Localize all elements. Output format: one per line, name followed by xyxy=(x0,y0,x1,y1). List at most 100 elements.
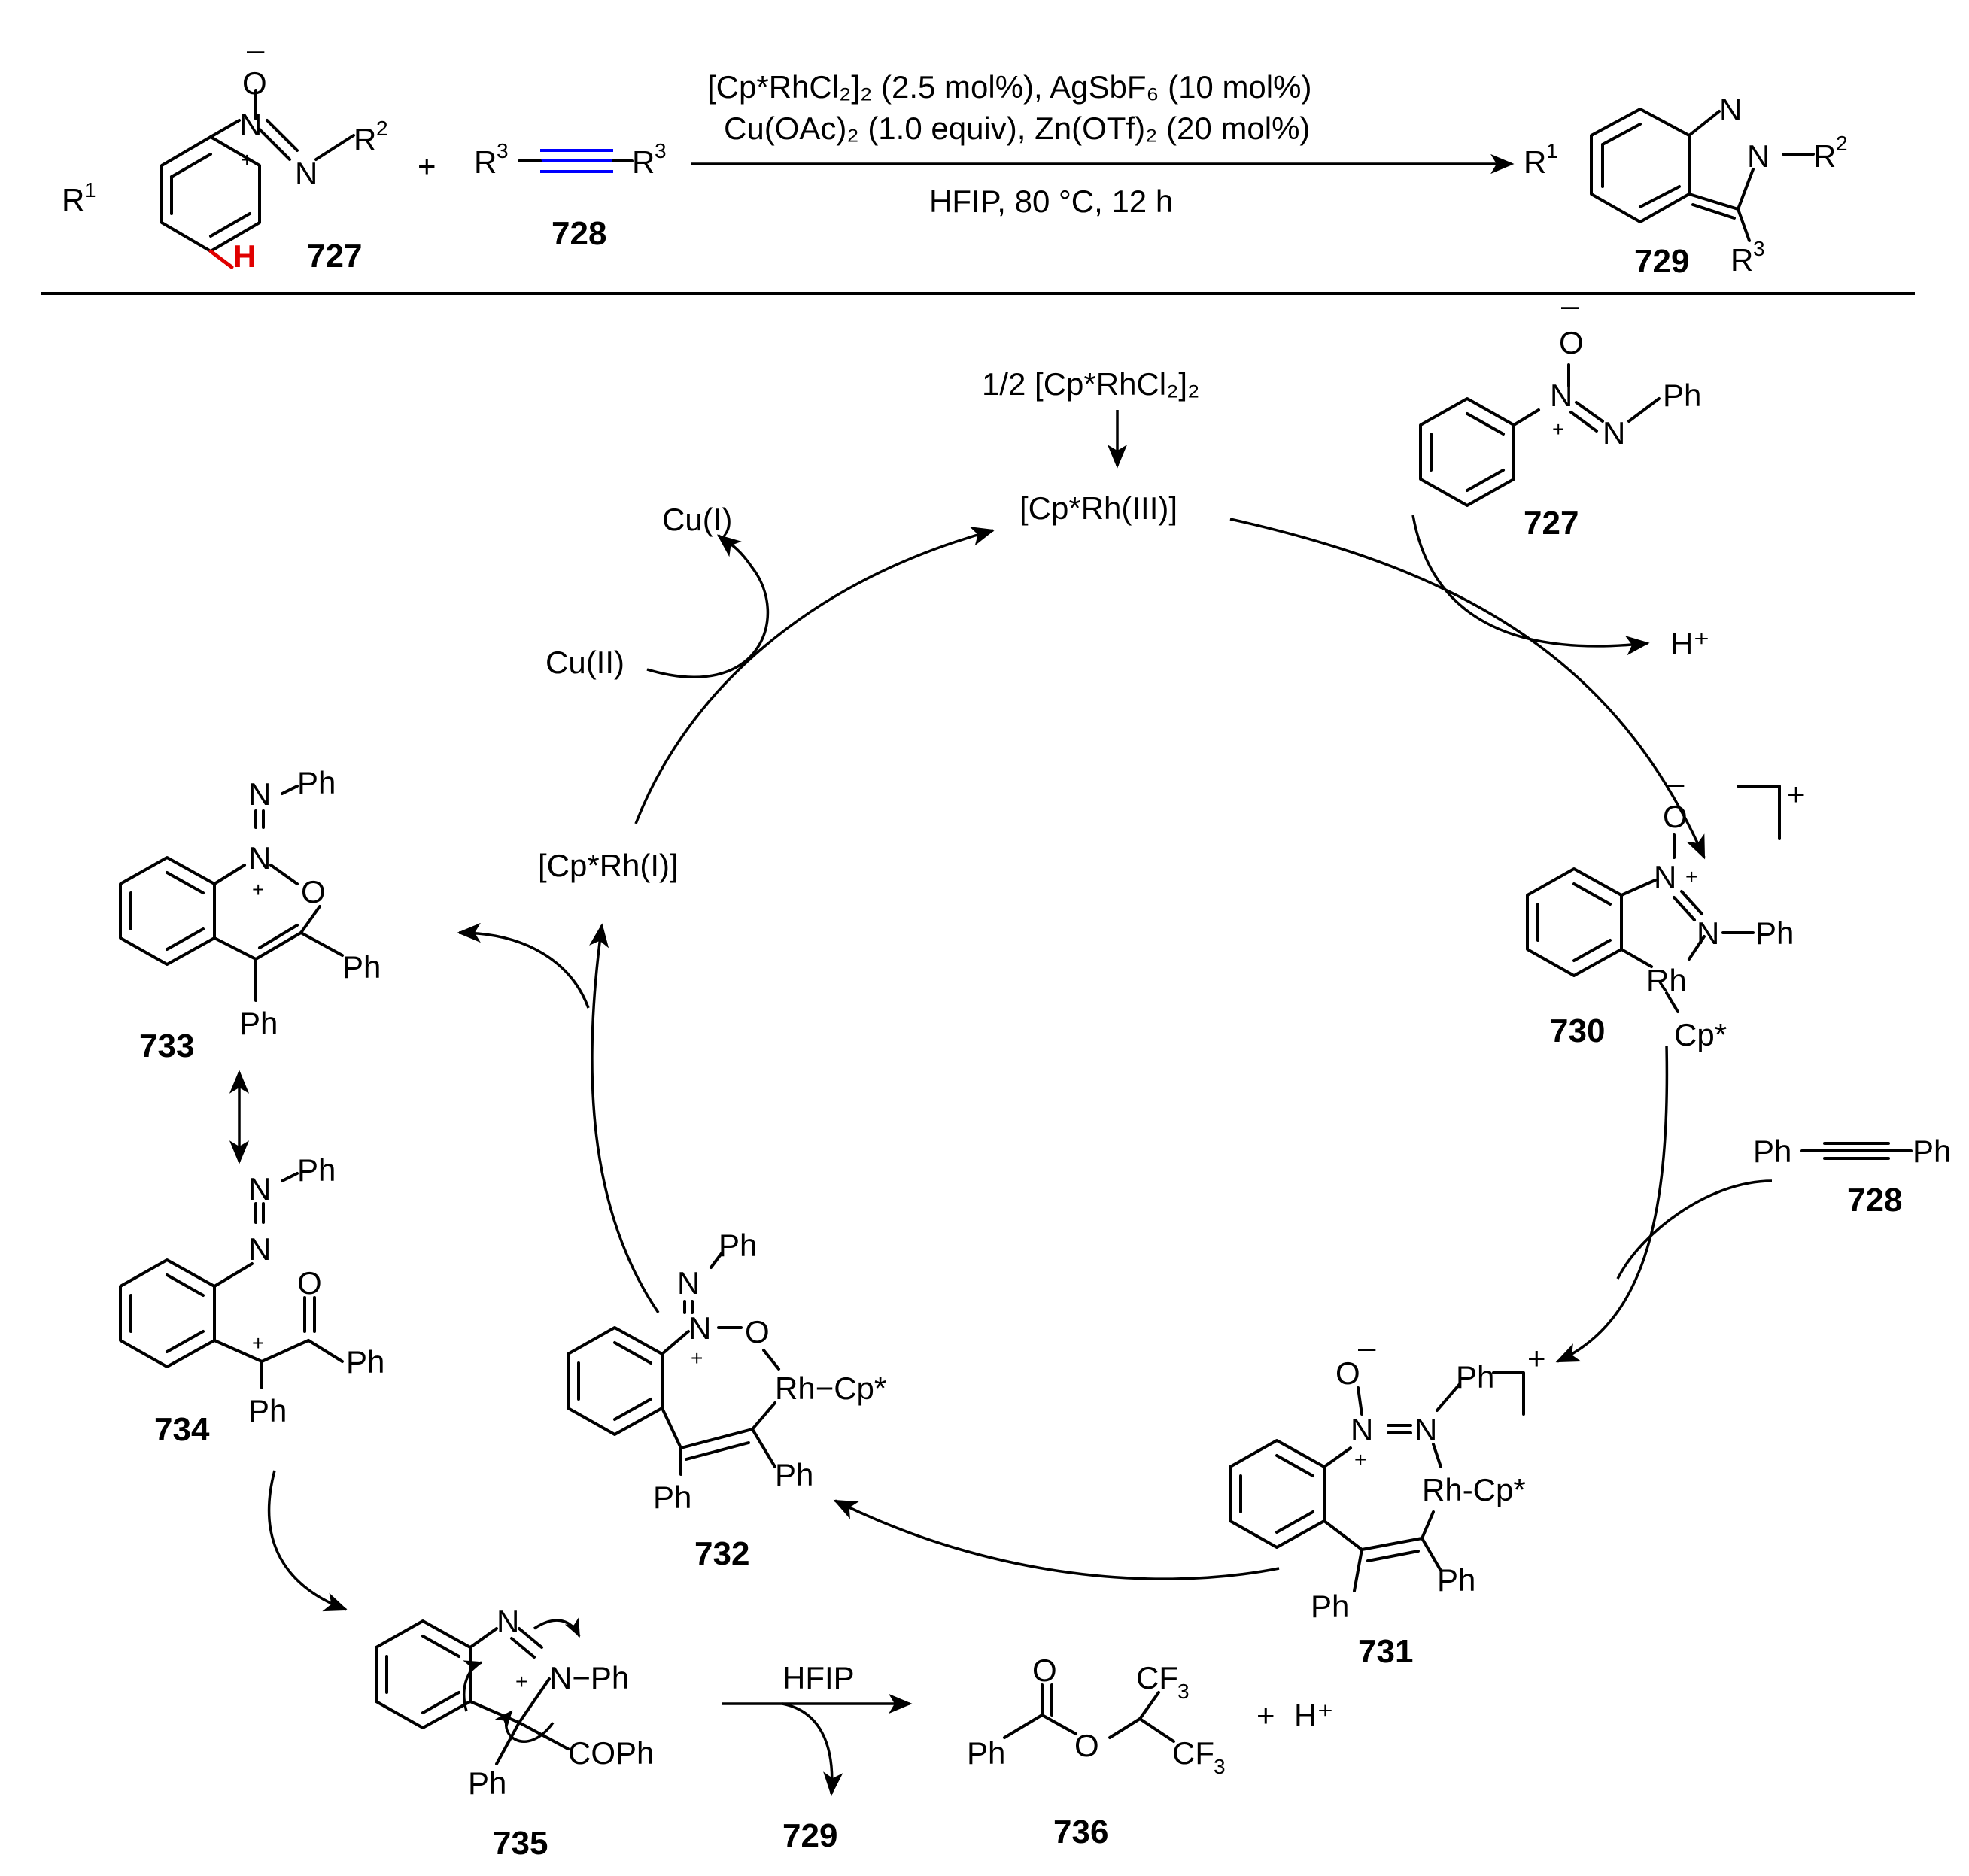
reactant-728-r3-left-sup: 3 xyxy=(497,139,509,162)
int730-charge: + xyxy=(1787,776,1806,812)
int731-number: 731 xyxy=(1358,1633,1413,1670)
alkyne-ph-left: Ph xyxy=(1753,1134,1791,1169)
int735-number: 735 xyxy=(493,1825,548,1862)
int734-plus: + xyxy=(252,1331,264,1355)
int735-phenyl: Ph xyxy=(468,1765,506,1801)
arrow-734-to-735 xyxy=(267,1470,348,1612)
product-729-r3: R xyxy=(1730,242,1753,278)
arc-rh1-to-rh3 xyxy=(634,527,995,824)
arc-730-to-731 xyxy=(1555,1045,1669,1363)
cycle-727-minus: – xyxy=(1561,287,1579,323)
byproduct-cf3-top: CF xyxy=(1136,1660,1178,1695)
cu1-label: Cu(I) xyxy=(662,502,732,537)
byproduct-736: O O Ph CF 3 CF 3 + H⁺ 736 xyxy=(967,1653,1334,1850)
int733-number: 733 xyxy=(139,1028,194,1064)
catalytic-cycle: 1/2 [Cp*RhCl₂]₂ [Cp*Rh(III)] H⁺ Cu(I) Cu… xyxy=(457,366,1773,1580)
reactant-728: R 3 R 3 728 xyxy=(474,139,667,252)
reactant-727-oxygen: O xyxy=(242,65,267,101)
byproduct-phenyl: Ph xyxy=(967,1735,1005,1771)
int731-n2: N xyxy=(1414,1412,1437,1447)
electron-push-arrow-3 xyxy=(463,1660,483,1712)
rh1-catalyst-label: [Cp*Rh(I)] xyxy=(538,848,679,883)
precatalyst-label: 1/2 [Cp*RhCl₂]₂ xyxy=(982,366,1199,402)
int734-number: 734 xyxy=(154,1411,210,1448)
int730-phenyl: Ph xyxy=(1755,915,1794,951)
int730-plus: + xyxy=(1685,865,1697,888)
reactant-727-r2: R xyxy=(354,122,376,157)
intermediate-735: N + N−Ph Ph COPh 735 xyxy=(375,1604,654,1862)
arc-731-to-732 xyxy=(833,1499,1280,1580)
arc-rh3-to-730 xyxy=(1229,518,1706,860)
product-729-r3-sup: 3 xyxy=(1753,237,1765,260)
product-729-r1-sup: 1 xyxy=(1546,139,1558,162)
conditions-line-1: [Cp*RhCl₂]₂ (2.5 mol%), AgSbF₆ (10 mol%) xyxy=(707,69,1311,105)
reactant-727-hydrogen: H xyxy=(233,238,256,274)
int732-number: 732 xyxy=(694,1535,749,1572)
alkyne-entry-arrow xyxy=(1616,1179,1773,1280)
cycle-727-n2: N xyxy=(1603,415,1625,451)
product-729-r1: R xyxy=(1524,144,1546,180)
int731-n-phenyl: Ph xyxy=(1456,1359,1494,1395)
reactant-727-r2-sup: 2 xyxy=(376,117,388,140)
int734-n2: N xyxy=(248,1231,271,1267)
int730-rhodium: Rh xyxy=(1646,963,1687,998)
reactant-728-r3-right: R xyxy=(632,144,655,180)
cycle-727-oxygen: O xyxy=(1559,325,1584,360)
byproduct-cf3-bottom: CF xyxy=(1172,1735,1214,1771)
int733-plus: + xyxy=(252,878,264,901)
reactant-727-n1: N xyxy=(239,107,262,142)
product-729-number: 729 xyxy=(1634,243,1689,280)
int733-n-phenyl: Ph xyxy=(297,765,336,800)
byproduct-number: 736 xyxy=(1053,1814,1108,1850)
int731-rhodium-cp: Rh-Cp* xyxy=(1422,1472,1526,1507)
int730-n1: N xyxy=(1654,859,1676,894)
byproduct-cf3-top-sub: 3 xyxy=(1177,1680,1190,1703)
final-step: HFIP 729 xyxy=(722,1660,913,1854)
intermediate-732: Ph N N + O Rh−Cp* Ph Ph 732 xyxy=(567,1228,886,1572)
int731-minus: – xyxy=(1358,1329,1376,1365)
int732-oxygen: O xyxy=(745,1314,770,1349)
intermediate-730: O – N + N Ph Rh Cp* + 730 xyxy=(1526,765,1806,1052)
cycle-substrate-727: O – N + N Ph 727 xyxy=(1419,287,1701,542)
reactant-727-n2: N xyxy=(295,156,318,191)
int732-n-phenyl: Ph xyxy=(719,1228,757,1263)
int732-phenyl-1: Ph xyxy=(653,1480,691,1515)
rh3-catalyst-label: [Cp*Rh(III)] xyxy=(1019,490,1177,526)
electron-push-arrow-1 xyxy=(533,1617,581,1638)
int730-number: 730 xyxy=(1550,1012,1605,1049)
byproduct-ester-oxygen: O xyxy=(1074,1728,1099,1763)
int730-minus: – xyxy=(1667,765,1685,800)
int733-phenyl-1: Ph xyxy=(342,949,381,985)
int733-oxygen: O xyxy=(301,874,326,909)
alkyne-ph-right: Ph xyxy=(1913,1134,1951,1169)
product-729-n2: N xyxy=(1747,138,1770,174)
cycle-alkyne-728: Ph Ph 728 xyxy=(1753,1134,1951,1219)
conditions-line-2: Cu(OAc)₂ (1.0 equiv), Zn(OTf)₂ (20 mol%) xyxy=(724,111,1310,146)
int734-phenyl-2: Ph xyxy=(248,1393,287,1428)
cycle-727-number: 727 xyxy=(1524,505,1579,542)
reactant-727-minus: – xyxy=(247,32,265,67)
plus-sign: + xyxy=(418,148,436,184)
int731-plus: + xyxy=(1354,1448,1366,1471)
int734-oxygen: O xyxy=(297,1265,322,1301)
reactant-727-r1-sup: 1 xyxy=(84,178,96,202)
electron-push-arrow-2 xyxy=(494,1710,555,1743)
int735-n-phenyl: N−Ph xyxy=(549,1660,629,1695)
intermediate-733: Ph N N + O Ph Ph 733 xyxy=(119,765,381,1064)
reactant-728-r3-left: R xyxy=(474,144,497,180)
intermediate-734: Ph N N O + Ph Ph 734 xyxy=(119,1152,384,1448)
reaction-conditions: [Cp*RhCl₂]₂ (2.5 mol%), AgSbF₆ (10 mol%)… xyxy=(691,69,1515,219)
arc-732-to-rh1 xyxy=(589,923,660,1313)
cycle-727-phenyl: Ph xyxy=(1663,378,1701,413)
cycle-727-n1: N xyxy=(1550,378,1572,413)
product-729-r2: R xyxy=(1813,138,1836,174)
int732-n1: N xyxy=(677,1265,700,1301)
int732-n2: N xyxy=(688,1310,711,1346)
byproduct-cf3-bottom-sub: 3 xyxy=(1214,1755,1226,1778)
reactant-728-r3-right-sup: 3 xyxy=(655,139,667,162)
int731-phenyl-1: Ph xyxy=(1311,1589,1349,1624)
int731-n1: N xyxy=(1351,1412,1373,1447)
hfip-reagent-label: HFIP xyxy=(782,1660,855,1695)
product-729-n1: N xyxy=(1719,92,1742,127)
